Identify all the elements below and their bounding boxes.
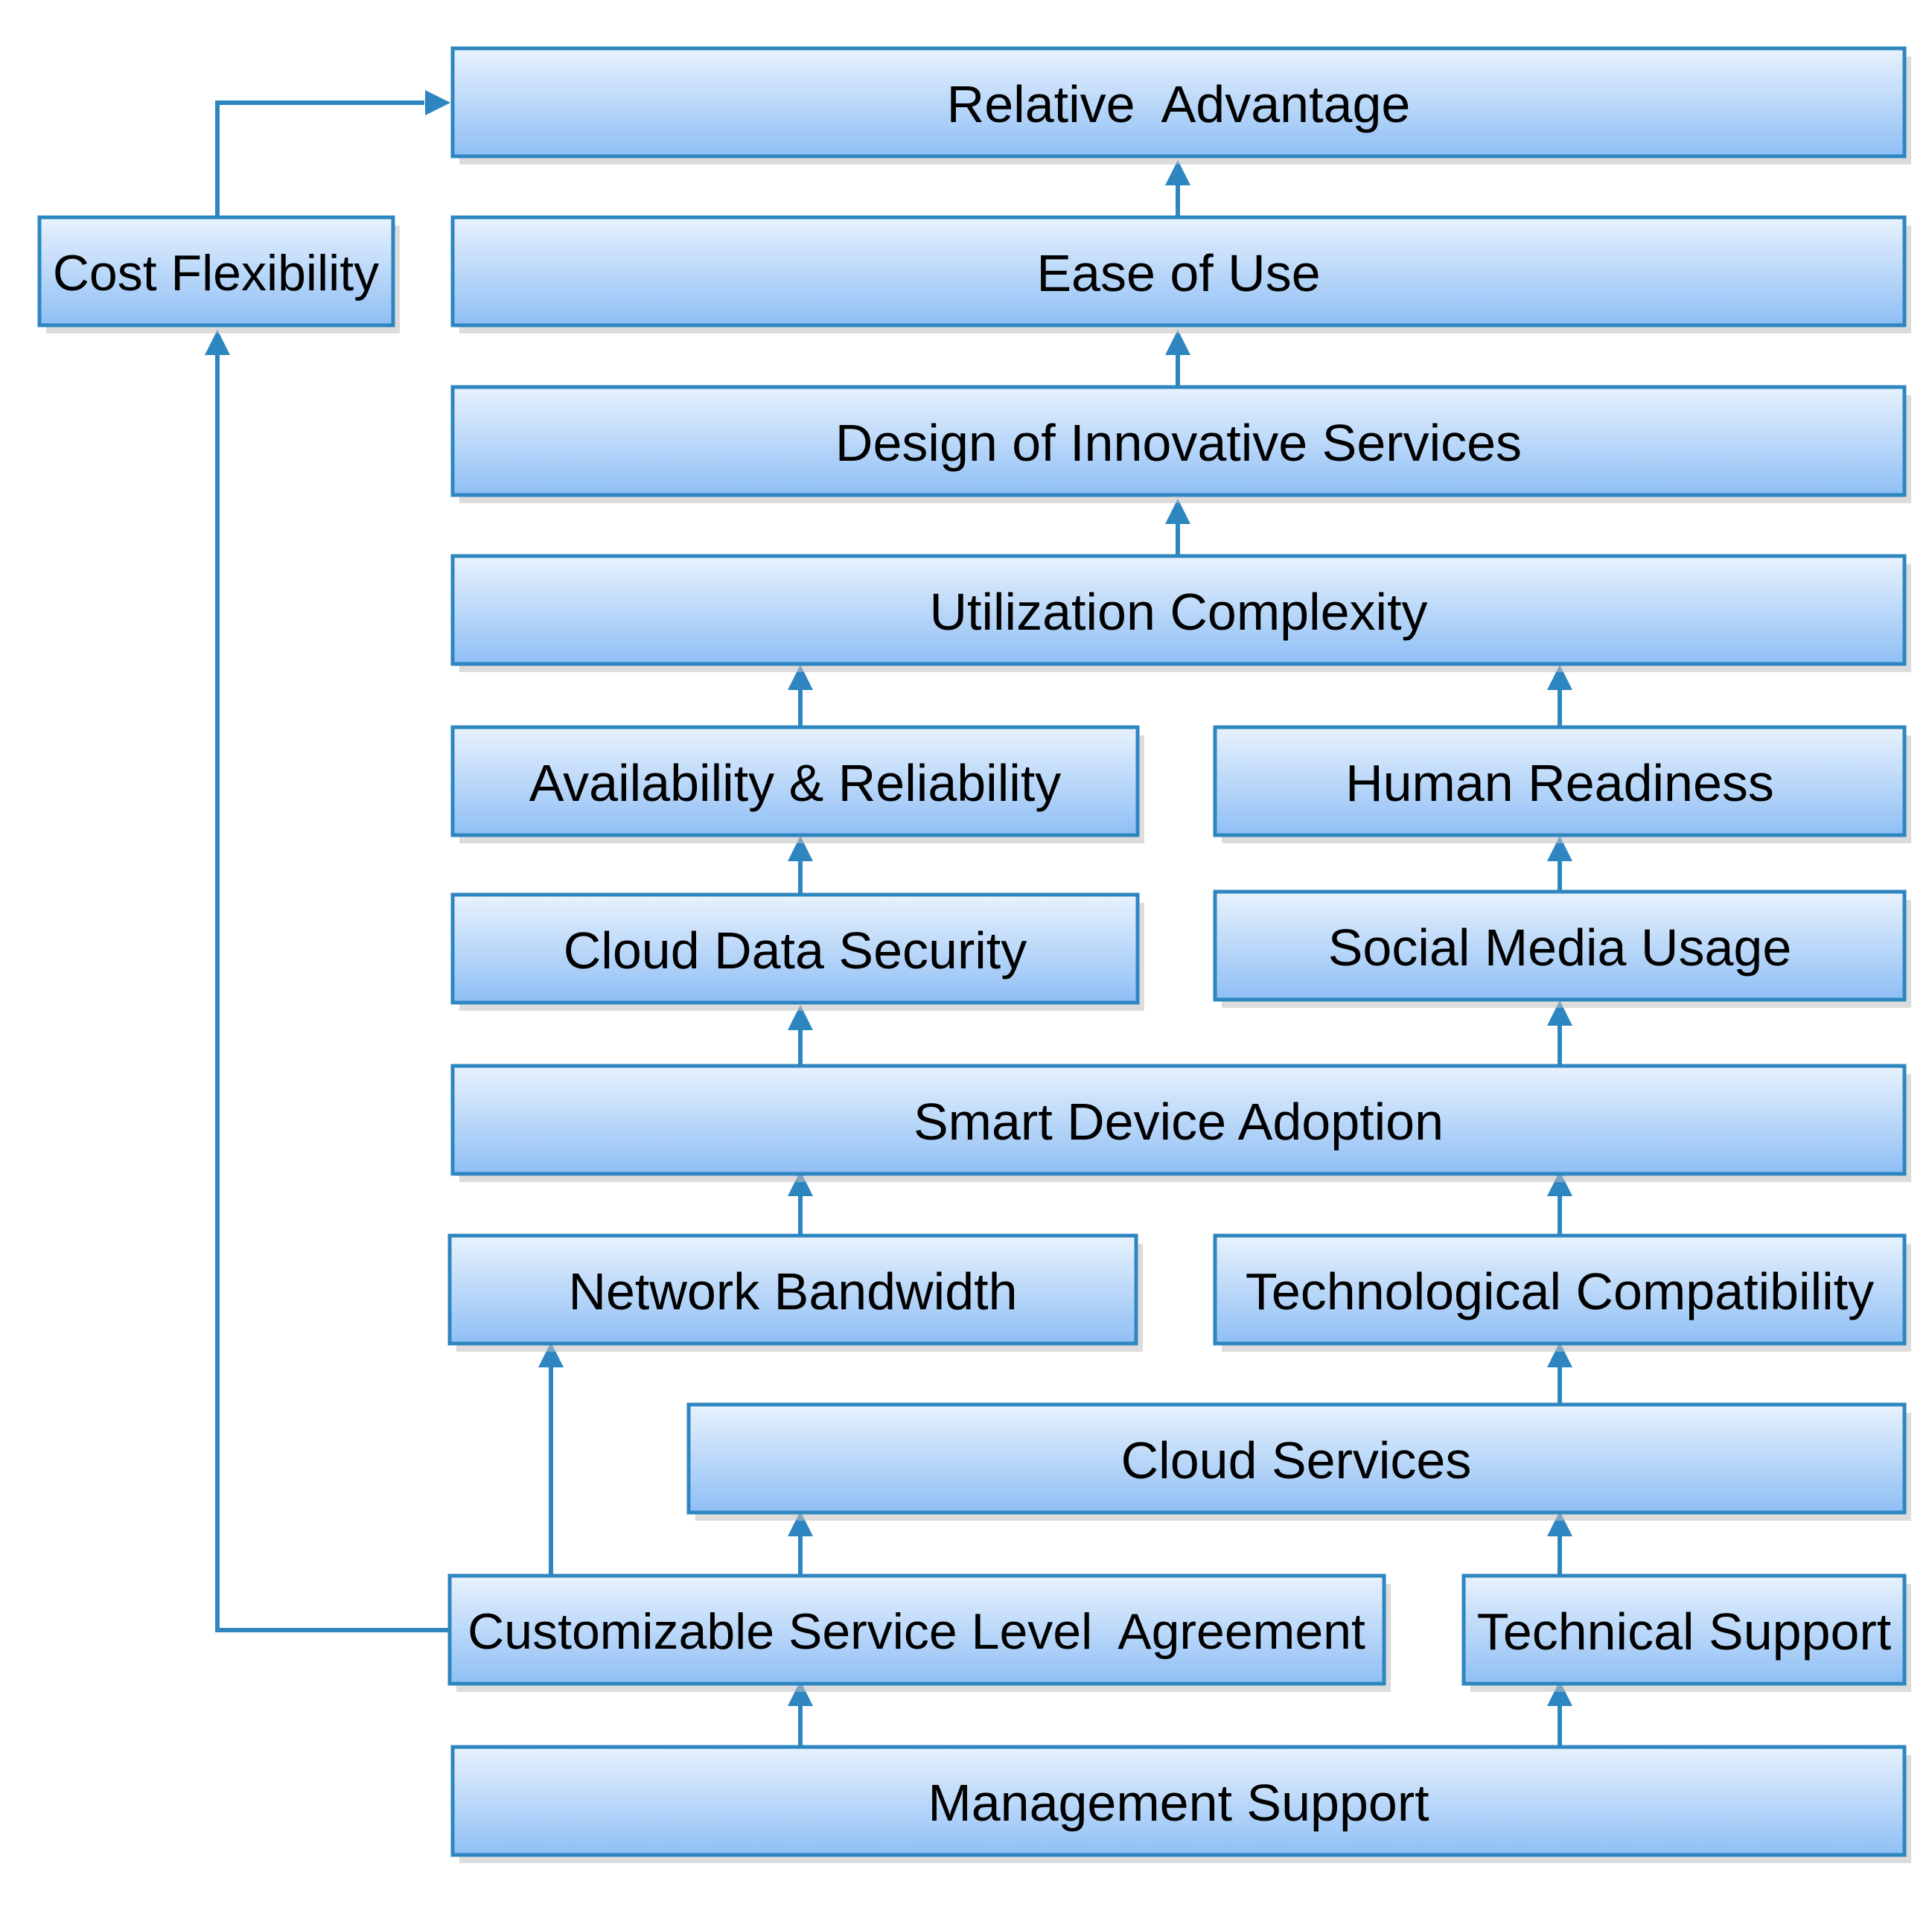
node-label: Cloud Services [1121,1431,1472,1489]
node-customizable-sla: Customizable Service Level Agreement [447,1574,1391,1692]
arrow-easeofuse-to-relativeadvantage [1165,160,1190,216]
node-label: Network Bandwidth [568,1262,1017,1320]
arrows-layer [205,90,1572,1745]
arrow-humanreadiness-to-utilization [1547,665,1572,726]
node-cloud-data-security: Cloud Data Security [450,892,1144,1011]
node-social-media-usage: Social Media Usage [1213,889,1911,1008]
arrow-management-to-sla [788,1681,813,1745]
node-label: Technological Compatibility [1246,1262,1874,1320]
arrow-smartdevice-to-socialmedia [1547,1000,1572,1064]
arrow-sla-to-networkbandwidth [538,1342,564,1574]
node-availability-reliability: Availability & Reliability [450,725,1144,843]
arrow-costflexibility-to-relativeadvantage [215,90,450,216]
node-technological-compatibility: Technological Compatibility [1213,1233,1911,1352]
arrow-cloudservices-to-techcompat [1547,1342,1572,1403]
node-label: Ease of Use [1036,244,1320,302]
arrow-smartdevice-to-clouddatasecurity [788,1005,813,1064]
node-label: Technical Support [1477,1603,1891,1661]
arrow-utilization-to-design [1165,499,1190,555]
node-label: Design of Innovative Services [835,414,1522,472]
arrow-socialmedia-to-humanreadiness [1547,836,1572,890]
node-utilization-complexity: Utilization Complexity [450,554,1911,672]
node-management-support: Management Support [450,1745,1911,1863]
node-label: Human Readiness [1345,754,1774,812]
arrow-techcompat-to-smartdevice [1547,1171,1572,1234]
node-label: Cost Flexibility [53,245,379,301]
arrow-networkbandwidth-to-smartdevice [788,1171,813,1234]
node-cost-flexibility: Cost Flexibility [37,215,400,333]
arrow-sla-to-cloudservices [788,1511,813,1574]
arrow-clouddatasecurity-to-availability [788,836,813,893]
node-label: Cloud Data Security [564,921,1027,980]
node-network-bandwidth: Network Bandwidth [447,1233,1143,1352]
node-technical-support: Technical Support [1461,1574,1911,1692]
node-label: Customizable Service Level Agreement [468,1603,1365,1660]
node-label: Social Media Usage [1328,919,1792,977]
node-design-of-innovative-services: Design of Innovative Services [450,385,1911,503]
boxes-layer: Relative Advantage Cost Flexibility Ease… [37,46,1911,1863]
arrow-availability-to-utilization [788,665,813,726]
node-label: Utilization Complexity [929,583,1427,641]
node-human-readiness: Human Readiness [1213,725,1911,843]
node-relative-advantage: Relative Advantage [450,46,1911,164]
node-label: Management Support [928,1774,1429,1832]
node-smart-device-adoption: Smart Device Adoption [450,1064,1911,1182]
node-label: Smart Device Adoption [914,1093,1444,1151]
arrow-design-to-easeofuse [1165,330,1190,386]
arrow-sla-to-costflexibility [205,330,449,1632]
arrow-management-to-techsupport [1547,1681,1572,1745]
node-label: Availability & Reliability [529,754,1062,812]
node-ease-of-use: Ease of Use [450,215,1911,333]
node-cloud-services: Cloud Services [686,1402,1911,1521]
arrow-techsupport-to-cloudservices [1547,1511,1572,1574]
node-label: Relative Advantage [947,75,1411,133]
